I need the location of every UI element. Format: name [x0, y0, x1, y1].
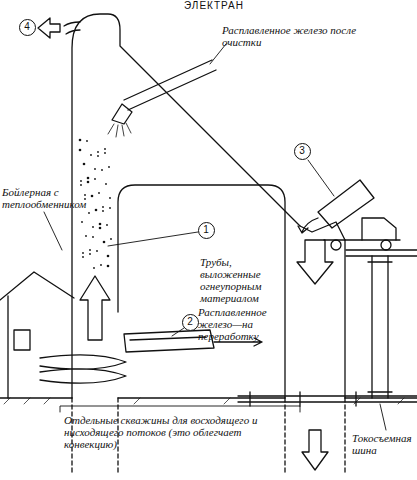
ground: [0, 392, 417, 472]
molten-drop: [79, 149, 82, 152]
down-arrow: [302, 430, 328, 470]
molten-drop: [92, 236, 94, 238]
molten-drop: [90, 154, 92, 156]
molten-drop: [96, 250, 98, 252]
callout-text: 1: [203, 225, 209, 235]
down-arrow: [297, 240, 333, 284]
molten-drop: [107, 265, 110, 268]
truck-wheel: [381, 240, 391, 250]
tower-walls: [64, 14, 345, 398]
callout-text: 3: [299, 146, 305, 156]
molten-drop: [80, 184, 82, 186]
molten-drop: [110, 238, 112, 240]
molten-drop: [89, 249, 91, 251]
shower-head: [112, 104, 132, 124]
molten-drop: [86, 140, 88, 142]
molten-drop: [85, 235, 87, 237]
callout-text: 4: [24, 22, 30, 32]
molten-drop: [80, 180, 82, 182]
leader-line: [108, 232, 198, 246]
annotation-text: Токосъемная шина: [352, 432, 416, 456]
molten-drop: [79, 139, 82, 142]
molten-drop: [92, 226, 94, 228]
molten-drop: [108, 166, 110, 168]
molten-drop: [99, 227, 102, 230]
dump-arrow: [298, 218, 318, 233]
up-arrow: [80, 276, 110, 340]
ground-hatch: [4, 398, 404, 404]
spray: [108, 123, 131, 137]
callout-number: 1: [198, 222, 215, 239]
molten-drop: [105, 183, 107, 185]
molten-drop: [104, 152, 106, 154]
molten-drop: [82, 256, 84, 258]
truck: [298, 160, 400, 250]
truck-bed: [318, 180, 374, 228]
leader-line: [172, 328, 184, 336]
molten-drop: [89, 253, 91, 255]
bridge-deck: [346, 250, 417, 256]
boiler-house: [0, 212, 126, 398]
inlet-pipe: [108, 44, 226, 137]
molten-drop: [87, 181, 90, 184]
inner-wall: [118, 185, 285, 398]
callout-number: 2: [182, 314, 199, 331]
molten-drop: [106, 224, 108, 226]
bus-bar: [238, 392, 417, 406]
molten-drop: [91, 195, 94, 198]
molten-drop: [99, 223, 102, 226]
molten-drop: [81, 221, 83, 223]
outlet-pipe: [64, 22, 80, 34]
outer-wall: [72, 14, 300, 398]
ground-line: [0, 397, 417, 398]
molten-drop: [82, 252, 84, 254]
callout-text: 2: [187, 317, 193, 327]
annotation-text: Бойлерная с теплообменником: [2, 186, 86, 210]
molten-drop: [93, 267, 95, 269]
annotation-text: Отдельные скважины для восходящего и нис…: [64, 414, 290, 450]
molten-drop: [102, 210, 104, 212]
annotation-text: Расплавленное железо—на переработку: [198, 306, 282, 342]
truck-cab: [362, 218, 396, 240]
molten-drop: [104, 148, 106, 150]
molten-drop: [94, 168, 96, 170]
molten-drop: [97, 155, 99, 157]
diagram-title: ЭЛЕКТРАН: [184, 0, 244, 11]
bridge-pillar: [368, 256, 392, 398]
molten-drop: [83, 163, 86, 166]
leader-line: [308, 160, 334, 196]
molten-drop: [102, 206, 104, 208]
molten-drop: [101, 169, 103, 171]
truck-wheel: [331, 240, 341, 250]
callout-number: 3: [294, 143, 311, 160]
heat-exchanger: [40, 355, 126, 383]
right-wall: [344, 240, 345, 398]
molten-drop: [98, 192, 100, 194]
molten-drop: [97, 151, 99, 153]
molten-drop: [87, 177, 90, 180]
molten-drop: [94, 178, 96, 180]
house-wall: [8, 296, 30, 398]
molten-drop: [100, 264, 102, 266]
molten-drop: [84, 194, 86, 196]
leader-line: [380, 404, 386, 430]
molten-drop: [103, 241, 106, 244]
molten-drop: [109, 197, 111, 199]
out-arrow: [38, 18, 60, 38]
leader-line: [44, 212, 62, 250]
molten-drop: [107, 255, 110, 258]
callout-number: 4: [19, 19, 36, 36]
house-roof: [0, 272, 74, 300]
bracket: [60, 406, 300, 412]
annotation-text: Расплавленное железо после очистки: [222, 24, 372, 48]
annotation-text: Трубы, выложенные огнеупорным материалом: [200, 256, 282, 304]
molten-drop: [95, 209, 98, 212]
pipe-line: [124, 60, 216, 110]
molten-drop: [88, 212, 90, 214]
bridge: [346, 250, 417, 398]
molten-drop: [109, 207, 111, 209]
